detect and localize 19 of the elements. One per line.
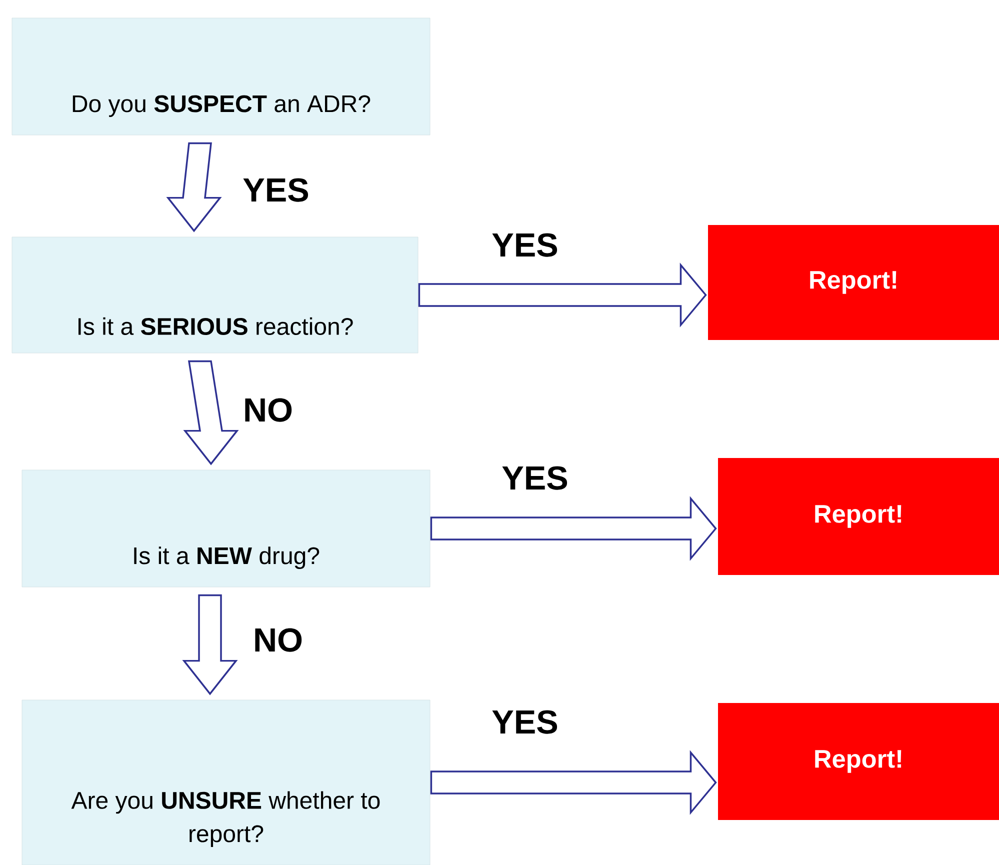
report-box: Report! (718, 703, 999, 820)
hollow-arrow (182, 594, 238, 696)
question-box: Do you SUSPECT an ADR? (12, 18, 430, 136)
hollow-arrow (166, 142, 222, 232)
question-box: Is it a SERIOUS reaction? (12, 236, 418, 354)
edge-label: NO (255, 628, 302, 652)
hollow-arrow (183, 360, 239, 466)
hollow-arrow (418, 262, 707, 328)
hollow-arrow (430, 750, 717, 815)
edge-label: YES (492, 233, 558, 257)
edge-label: YES (502, 466, 568, 490)
edge-label: YES (243, 178, 308, 202)
question-box: Is it a NEW drug? (22, 470, 430, 588)
hollow-arrow (430, 496, 717, 561)
report-box: Report! (718, 458, 999, 575)
report-box: Report! (708, 225, 999, 340)
question-box: Are you UNSURE whether to report? (22, 700, 430, 865)
edge-label: YES (492, 710, 558, 734)
edge-label: NO (245, 398, 292, 422)
